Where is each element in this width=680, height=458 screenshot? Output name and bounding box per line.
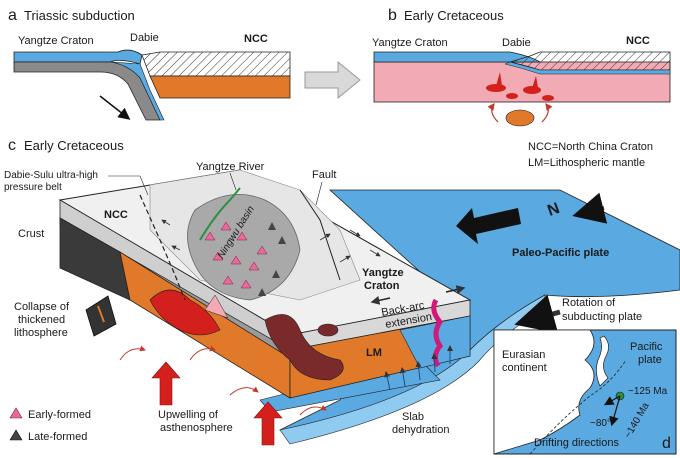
- panel-d-letter: d: [662, 435, 671, 452]
- label-ma125: ~125 Ma: [628, 386, 668, 397]
- label-ncc: NCC: [104, 209, 128, 221]
- transition-arrow: [304, 60, 361, 100]
- inset-continent: [493, 329, 595, 455]
- label-lm: LM: [366, 347, 382, 359]
- panel-b-ncc: NCC: [626, 35, 650, 47]
- panel-a-subducting-crust: [111, 61, 165, 121]
- leader-yangtze-river: [229, 172, 237, 191]
- panel-b: b Early Cretaceous Yangtze Craton Dabie …: [372, 7, 671, 127]
- legend-late-formed: Late-formed: [28, 431, 87, 443]
- surface-arrows: [161, 219, 381, 263]
- label-pacific-2: plate: [638, 354, 662, 366]
- fault-line: [299, 189, 341, 281]
- label-collapse-1: Collapse of: [14, 301, 70, 313]
- panel-c: c Early Cretaceous NCC=North China Crato…: [4, 137, 680, 446]
- inset-japan: [596, 335, 609, 387]
- ningwu-basin-area: [187, 194, 301, 301]
- panel-b-letter: b: [388, 7, 397, 24]
- panel-b-magma: [486, 72, 554, 101]
- leader-dabie-sulu: [108, 175, 149, 196]
- inset-arrow-140: [609, 395, 621, 427]
- panel-b-ncc-crust: [509, 51, 671, 71]
- panel-b-title: Early Cretaceous: [404, 8, 504, 23]
- panel-a-yangtze: Yangtze Craton: [18, 35, 94, 47]
- early-formed-symbols: [204, 221, 268, 289]
- lm-slab-edge: [399, 315, 471, 369]
- magma-body-1: [149, 289, 221, 336]
- magma-finger: [204, 294, 229, 319]
- label-collapse-3: lithosphere: [14, 327, 68, 339]
- inset-trench: [529, 359, 627, 455]
- label-rotation-1: Rotation of: [562, 297, 616, 309]
- panel-b-flow-left: [487, 103, 499, 123]
- backarc-arrow-right: [445, 285, 466, 295]
- label-north: N: [545, 200, 562, 220]
- label-rotation-2: subducting plate: [562, 311, 642, 323]
- panel-a-ncc-mantle: [149, 75, 291, 99]
- panel-b-dabie: Dabie: [502, 37, 531, 49]
- label-collapse-2: thickened: [18, 314, 65, 326]
- backarc-arrow-left: [370, 295, 391, 305]
- upwelling-arrow-2: [253, 401, 283, 446]
- label-eurasian-2: continent: [502, 362, 547, 374]
- panel-b-asthenosphere-blob: [505, 109, 535, 127]
- panel-a-title: Triassic subduction: [24, 8, 135, 23]
- collapse-block-strip: [97, 305, 105, 323]
- label-pacific-1: Pacific: [630, 341, 663, 353]
- label-drifting: Drifting directions: [534, 437, 619, 449]
- panel-a-letter: a: [8, 7, 17, 24]
- panel-a-dabie: Dabie: [130, 32, 159, 44]
- early-formed-icon: [9, 407, 23, 419]
- panel-b-yangtze: Yangtze Craton: [372, 37, 448, 49]
- rotation-arrow: [514, 294, 561, 334]
- plate-motion-arrow: [456, 208, 521, 244]
- legend-lm-def: LM=Lithospheric mantle: [528, 157, 645, 169]
- label-fault: Fault: [312, 169, 336, 181]
- panel-c-letter: c: [8, 137, 16, 154]
- panel-b-flow-right: [541, 103, 553, 123]
- label-upwelling-1: Upwelling of: [158, 409, 219, 421]
- label-yangtze-river: Yangtze River: [196, 161, 265, 173]
- late-formed-symbols: [258, 222, 286, 296]
- panel-d: Eurasian continent Pacific plate ~125 Ma…: [493, 329, 677, 455]
- dehydration-arrows: [384, 345, 453, 391]
- label-slab-1: Slab: [402, 411, 424, 423]
- panel-a-subduction-arrow: [99, 95, 131, 120]
- north-arrow: [572, 192, 608, 224]
- inset-arrow-125: [603, 395, 621, 406]
- label-crust: Crust: [18, 228, 44, 240]
- dabie-sulu-belt: [139, 194, 186, 301]
- leader-fault: [315, 181, 323, 206]
- label-eurasian-1: Eurasian: [502, 349, 545, 361]
- label-upwelling-2: asthenosphere: [160, 422, 233, 434]
- late-magma-pod: [317, 323, 339, 337]
- legend-ncc-def: NCC=North China Craton: [528, 141, 653, 153]
- panel-a-ncc: NCC: [244, 33, 268, 45]
- label-paleo-pacific: Paleo-Pacific plate: [512, 247, 609, 259]
- panel-b-crust-sliver: [504, 61, 671, 75]
- late-magma-body: [264, 314, 344, 381]
- legend-early-formed: Early-formed: [28, 409, 91, 421]
- upwelling-arrow-1: [151, 361, 181, 406]
- label-yangtze-craton-2: Craton: [364, 280, 400, 292]
- panel-a-ncc-crust: [141, 51, 291, 77]
- yangtze-river-line: [199, 187, 241, 241]
- label-yangtze-craton-1: Yangtze: [362, 267, 404, 279]
- label-deg80: ~80°: [590, 418, 611, 429]
- panel-c-title: Early Cretaceous: [24, 138, 124, 153]
- mantle-flow-arrows: [119, 345, 327, 416]
- panel-a: a Triassic subduction Yangtze Craton Dab…: [8, 7, 291, 121]
- label-dabie-sulu-2: pressure belt: [4, 182, 62, 193]
- late-formed-icon: [9, 429, 23, 441]
- label-slab-2: dehydration: [392, 424, 450, 436]
- label-dabie-sulu-1: Dabie-Sulu ultra-high: [4, 170, 98, 181]
